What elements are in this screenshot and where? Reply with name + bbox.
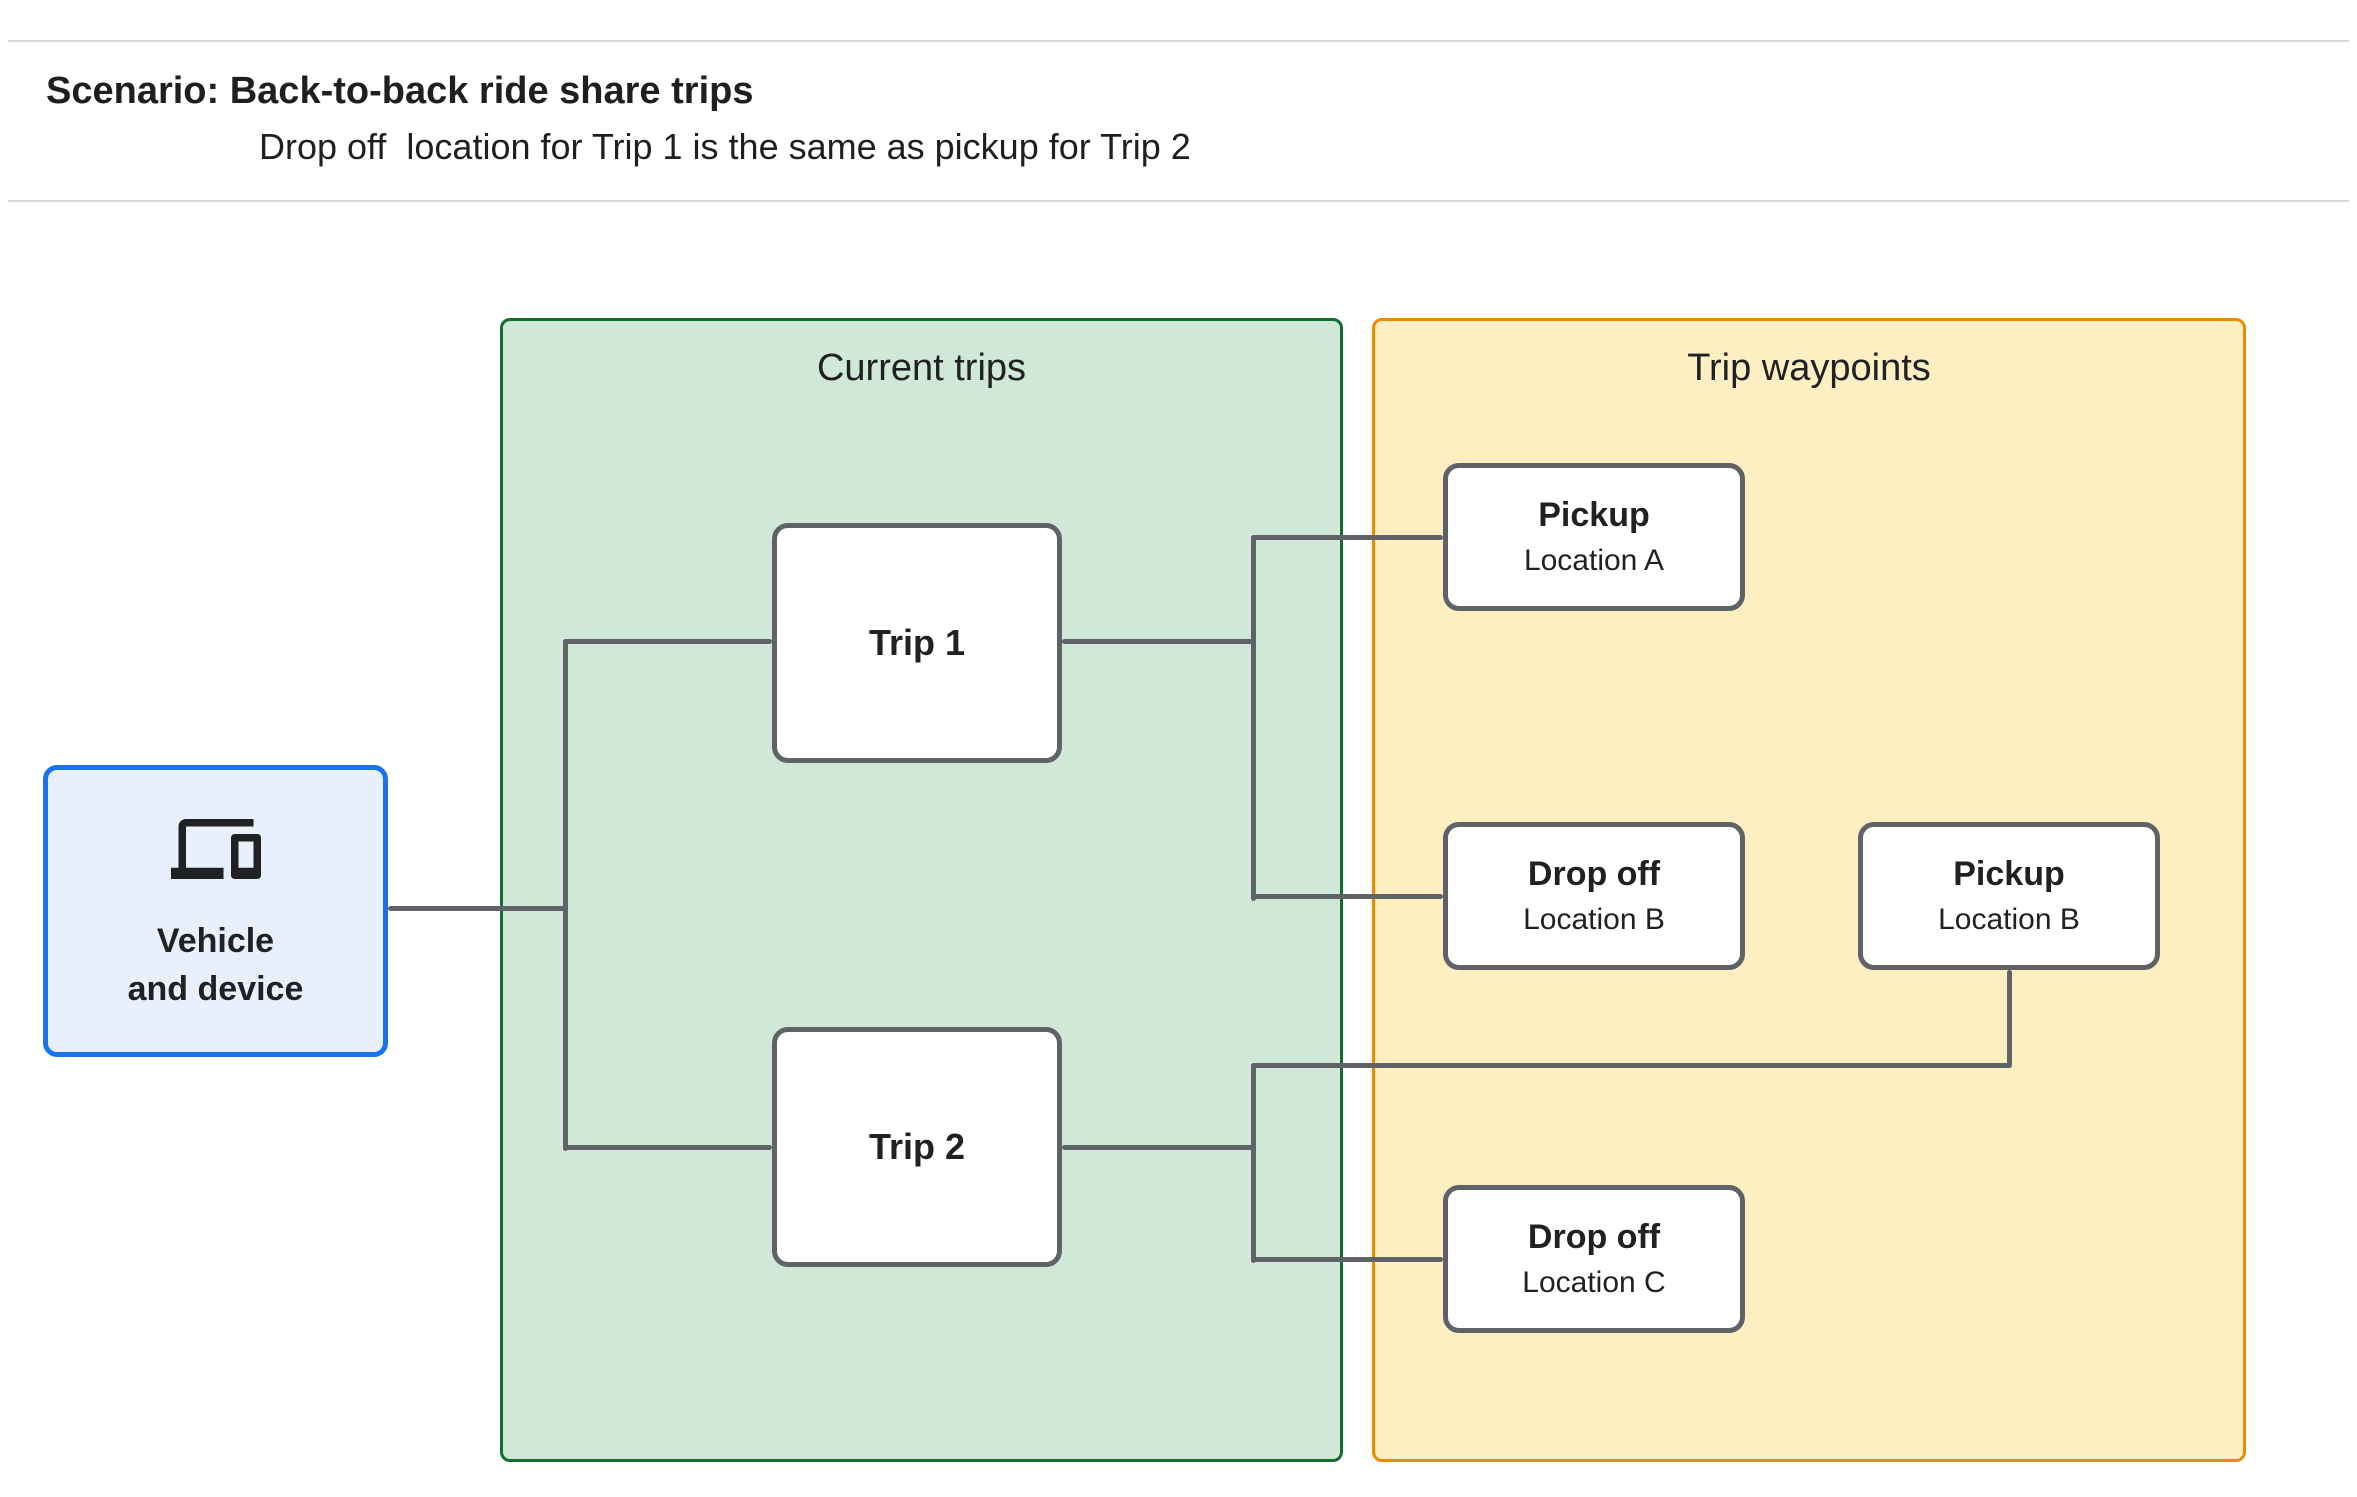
header-divider	[8, 200, 2349, 202]
trip1-label: Trip 1	[868, 622, 966, 663]
vehicle-node-label: Vehicle and device	[128, 918, 304, 1013]
pickup-location-a-node: Pickup Location A	[1443, 463, 1745, 611]
connector-pickup-b-horizontal	[1253, 1063, 2012, 1068]
page-title: Scenario: Back-to-back ride share trips	[46, 70, 754, 112]
pickup-a-title: Pickup	[1538, 495, 1650, 534]
trip-waypoints-panel-label: Trip waypoints	[1687, 347, 1931, 389]
trip2-label: Trip 2	[868, 1126, 966, 1167]
vehicle-label-line1: Vehicle	[156, 922, 275, 960]
connector-vehicle-to-junction	[388, 906, 568, 911]
dropoff-location-b-node: Drop off Location B	[1443, 822, 1745, 970]
connector-junction-to-trip1	[565, 639, 772, 644]
connector-trip2-junction-vertical	[1251, 1063, 1256, 1263]
vehicle-and-device-node: Vehicle and device	[43, 765, 388, 1057]
pickup-b-title: Pickup	[1953, 854, 2065, 893]
dropoff-b-subtitle: Location B	[1523, 903, 1665, 937]
trip1-node: Trip 1	[772, 523, 1062, 763]
vehicle-label-line2: and device	[127, 969, 304, 1008]
connector-trip1-junction-vertical	[1251, 535, 1256, 901]
connector-trip2-to-waypoint-junction	[1062, 1145, 1256, 1150]
connector-to-dropoff-b	[1253, 894, 1443, 899]
current-trips-panel-label: Current trips	[816, 347, 1027, 389]
connector-to-dropoff-c	[1253, 1257, 1443, 1262]
pickup-a-subtitle: Location A	[1523, 544, 1665, 578]
connector-junction-vertical-trips	[563, 639, 568, 1151]
pickup-location-b-node: Pickup Location B	[1858, 822, 2160, 970]
current-trips-panel: Current trips	[500, 318, 1343, 1462]
dropoff-location-c-node: Drop off Location C	[1443, 1185, 1745, 1333]
devices-icon	[170, 819, 261, 879]
connector-pickup-b-vertical	[2007, 970, 2012, 1065]
connector-junction-to-trip2	[565, 1145, 772, 1150]
top-divider	[8, 40, 2349, 42]
trip2-node: Trip 2	[772, 1027, 1062, 1267]
dropoff-c-title: Drop off	[1527, 1217, 1661, 1256]
dropoff-b-title: Drop off	[1527, 854, 1661, 893]
pickup-b-subtitle: Location B	[1938, 903, 2080, 937]
connector-trip1-to-waypoint-junction	[1062, 639, 1256, 644]
dropoff-c-subtitle: Location C	[1522, 1266, 1666, 1300]
page-subtitle: Drop off location for Trip 1 is the same…	[259, 126, 1191, 167]
connector-to-pickup-a	[1253, 535, 1443, 540]
